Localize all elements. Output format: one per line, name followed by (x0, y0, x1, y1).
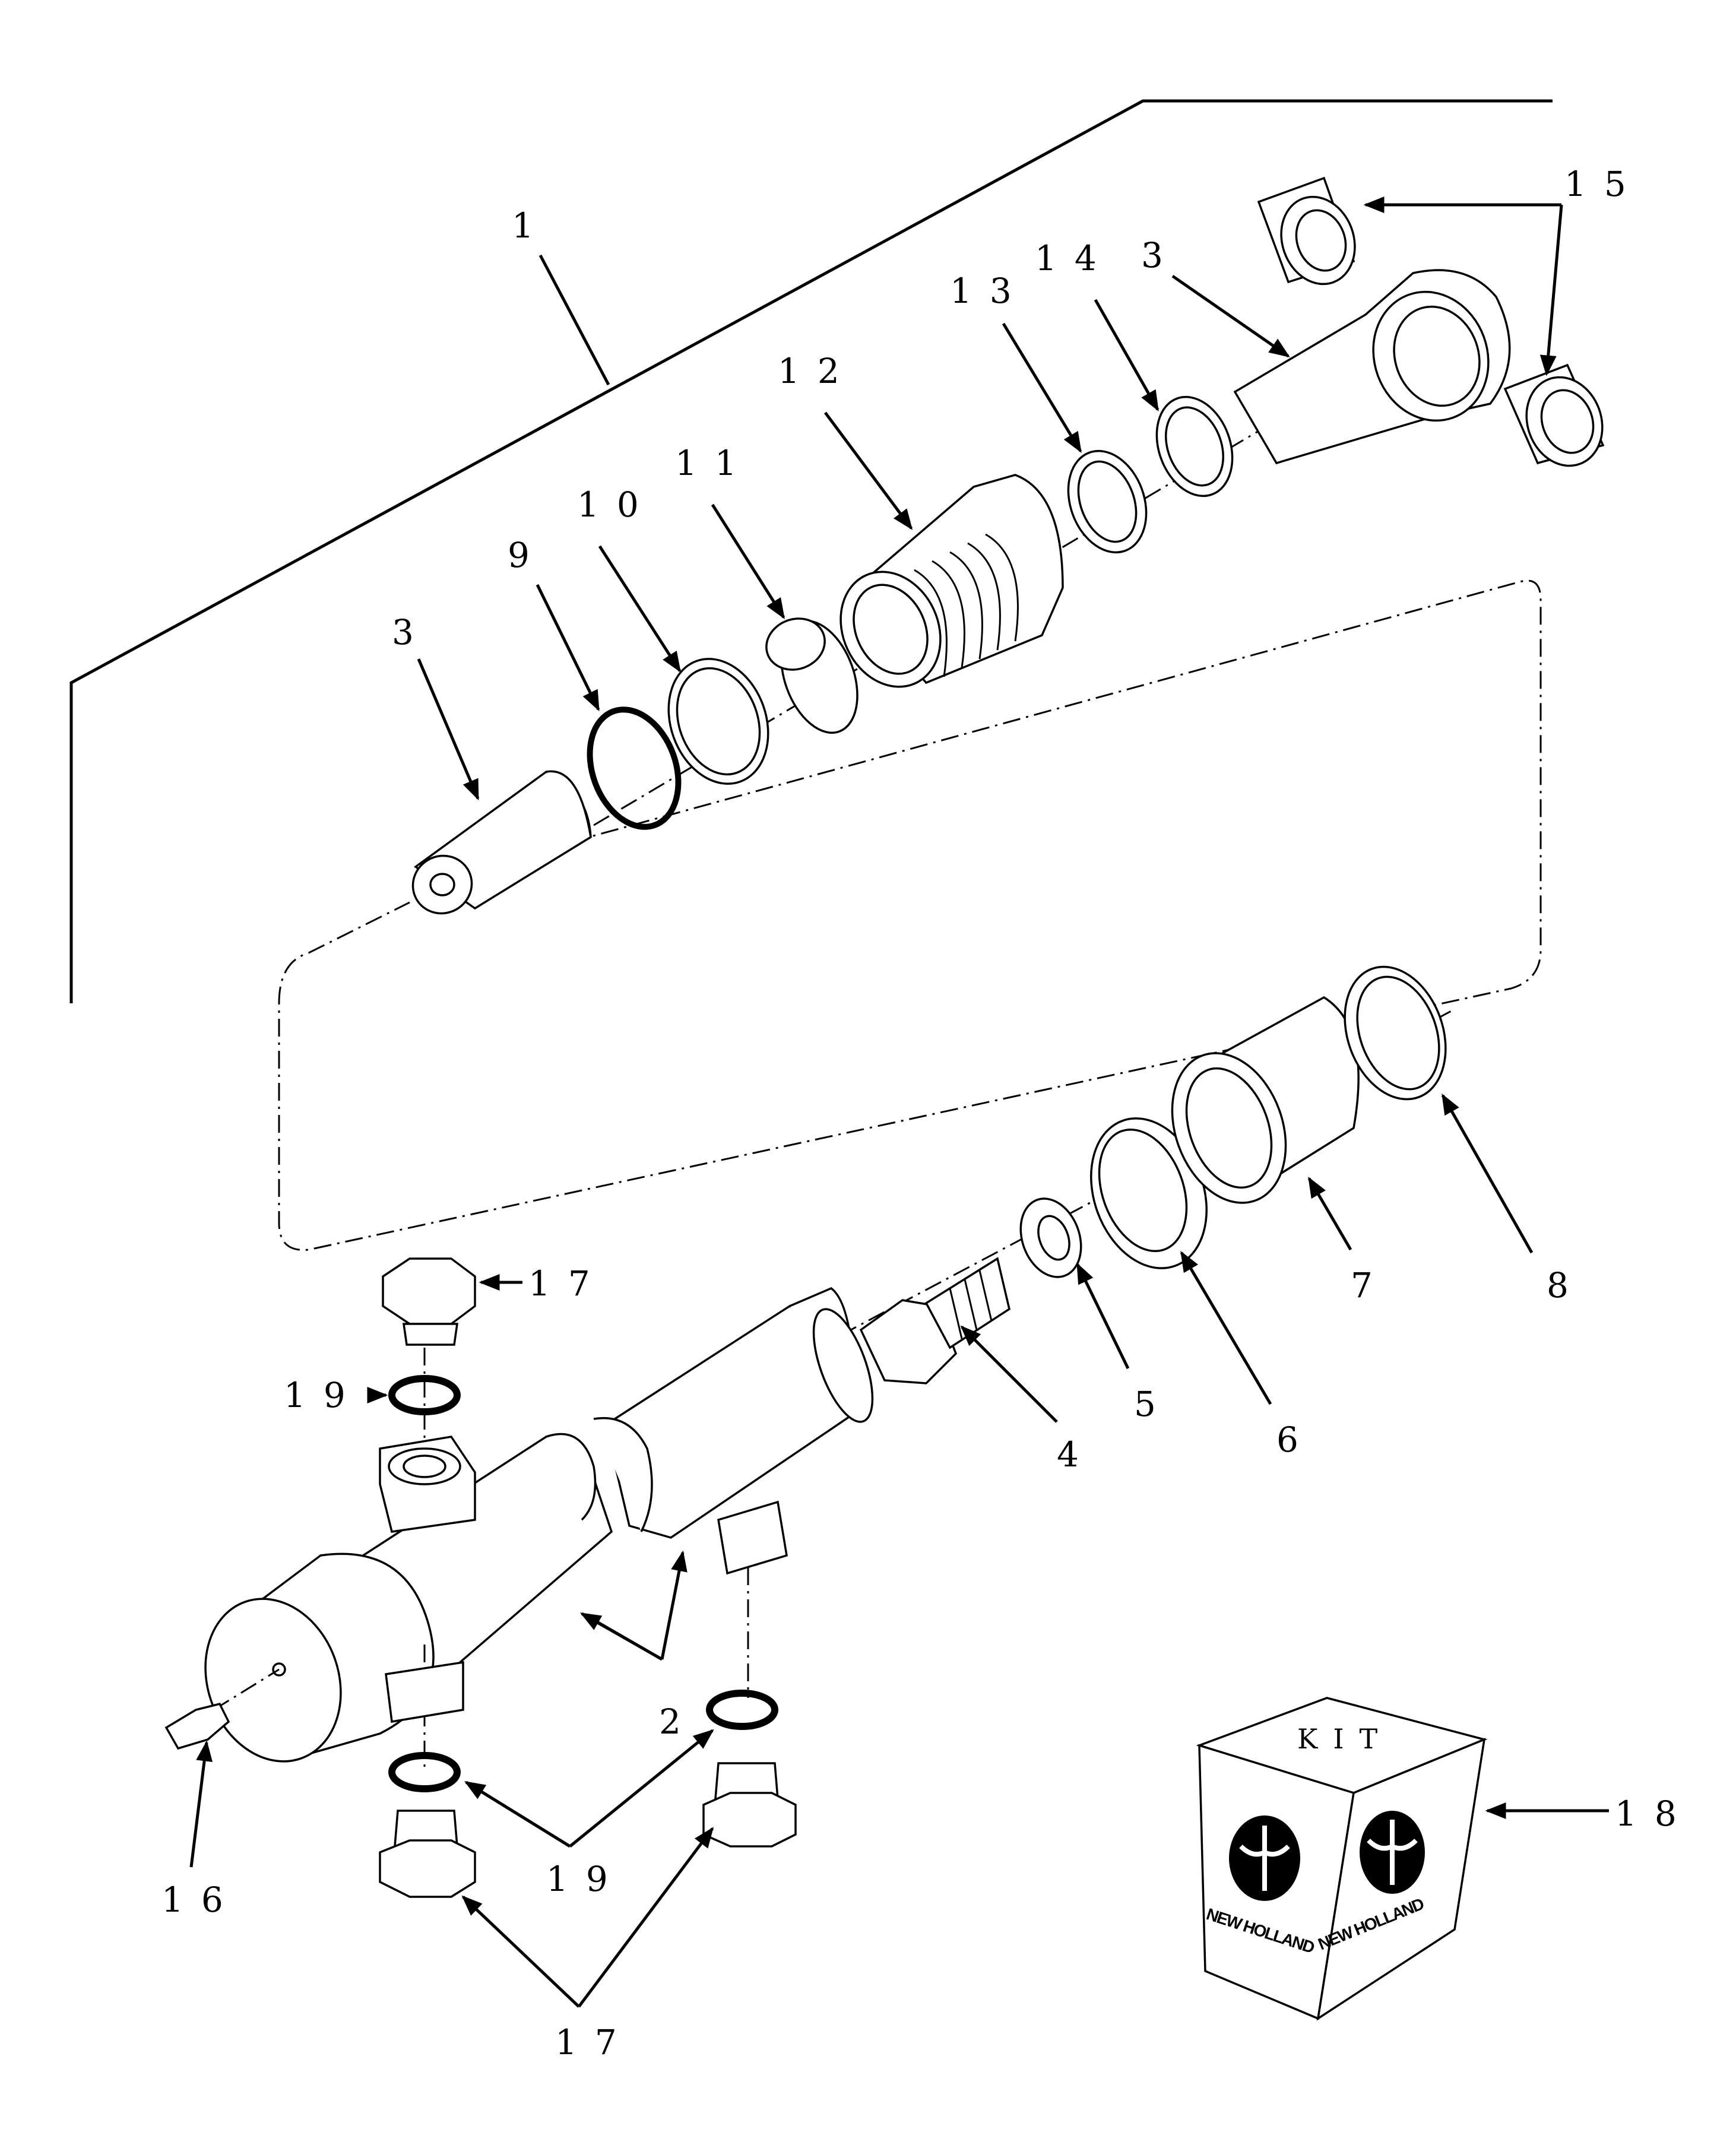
piston-rod-eye (1233, 269, 1511, 465)
piston-rod-end (411, 770, 592, 915)
kit-label: KIT (1297, 1723, 1393, 1755)
callout-17-bottom: 17 (555, 2022, 635, 2062)
callout-19-top: 19 (284, 1375, 363, 1415)
callout-labels: 1 2 3 3 4 5 6 7 8 9 10 11 12 13 14 15 16… (161, 164, 1694, 2062)
seal-14 (1155, 395, 1234, 498)
o-ring-19-bottom-left (388, 1752, 461, 1792)
o-ring-9 (587, 706, 682, 830)
callout-13: 13 (950, 271, 1029, 311)
seal-13 (1067, 449, 1148, 554)
callout-14: 14 (1035, 238, 1114, 278)
callout-1: 1 (512, 205, 552, 246)
callout-11: 11 (675, 443, 755, 483)
barrel-port-bottom (385, 1661, 464, 1723)
callout-3-right: 3 (1141, 235, 1181, 275)
piston-ring-8 (1344, 965, 1447, 1101)
assembly-loop (278, 579, 1542, 1251)
o-ring-19-bottom-right (706, 1690, 778, 1730)
callout-17-top: 17 (528, 1263, 608, 1304)
kit-box-18: KIT NEW HOLLAND NEW HOLLAND (1196, 1697, 1488, 2021)
piston-bolt-4 (859, 1257, 1010, 1384)
piston-7 (1171, 996, 1360, 1204)
callout-7: 7 (1351, 1265, 1390, 1306)
wiper-ring-11 (765, 617, 859, 734)
callout-2: 2 (659, 1701, 699, 1742)
bushing-15-bottom (1503, 363, 1605, 467)
cylinder-end-cap (204, 1552, 435, 1763)
new-holland-logo-left (1229, 1815, 1300, 1901)
plug-17-top (382, 1257, 476, 1346)
grease-fitting-16 (164, 1668, 280, 1750)
callout-3-left: 3 (392, 612, 432, 652)
assembly-bracket (69, 99, 1553, 1003)
callout-8: 8 (1547, 1265, 1586, 1306)
callout-19-bottom: 19 (546, 1859, 626, 1899)
callout-15: 15 (1564, 164, 1644, 204)
callout-16: 16 (161, 1880, 241, 1920)
gland-12 (840, 474, 1064, 688)
plug-17-bottom-right (702, 1762, 797, 1848)
callout-18: 18 (1615, 1794, 1694, 1834)
callout-5: 5 (1134, 1384, 1174, 1424)
callout-12: 12 (778, 351, 857, 391)
washer-5 (1019, 1197, 1082, 1278)
new-holland-logo-right (1360, 1811, 1425, 1894)
backup-ring-10 (667, 658, 769, 785)
callout-9: 9 (508, 535, 547, 575)
bushing-15-top (1257, 176, 1356, 286)
piston-ring-6 (1090, 1117, 1208, 1269)
plug-17-bottom-left (379, 1810, 476, 1898)
callout-4: 4 (1057, 1434, 1097, 1475)
callout-6: 6 (1276, 1419, 1316, 1460)
callout-10: 10 (577, 484, 657, 525)
leader-lines (189, 197, 1609, 2008)
